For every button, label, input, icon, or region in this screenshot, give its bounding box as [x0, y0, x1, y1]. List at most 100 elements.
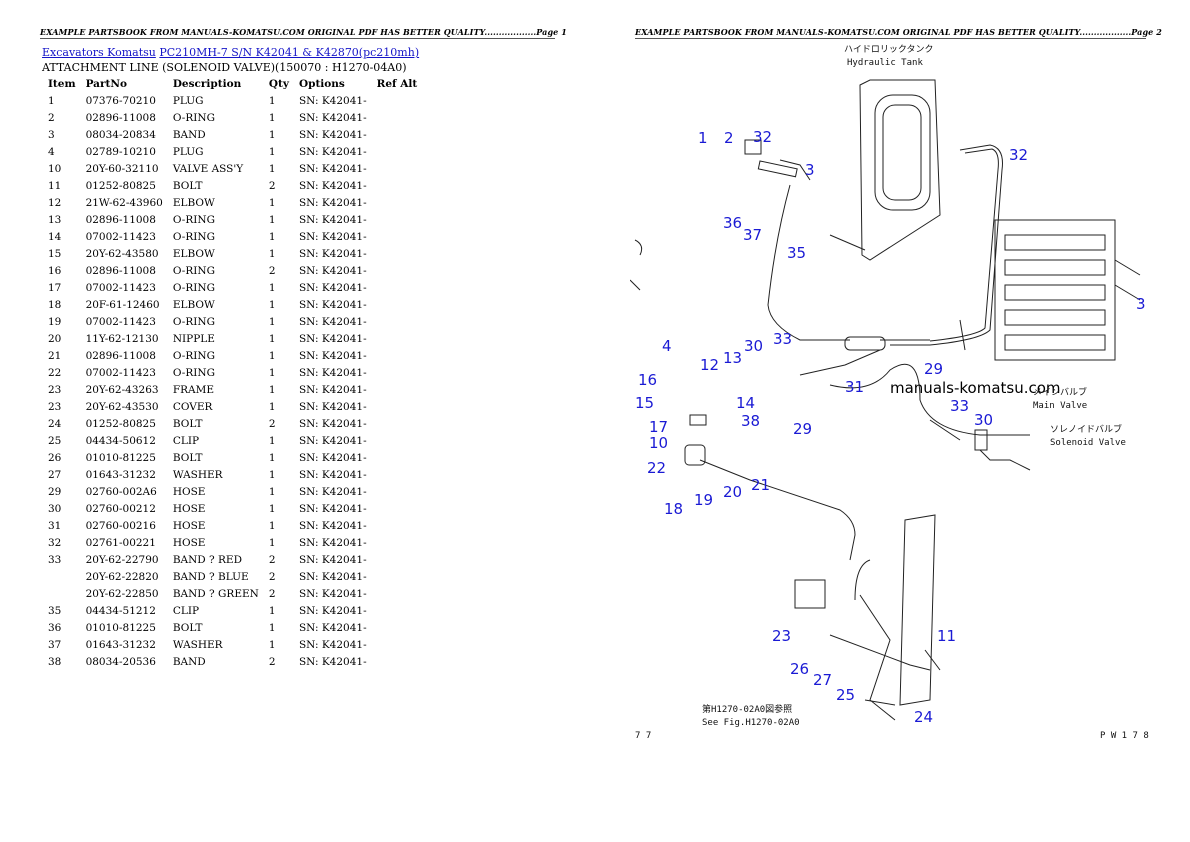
col-header-description: Description [172, 78, 242, 90]
cell-partno: 02896-11008 [85, 264, 156, 277]
cell-options: SN: K42041- [298, 587, 367, 600]
callout-label: 29 [924, 360, 943, 378]
cell-options: SN: K42041- [298, 145, 367, 158]
cell-qty: 1 [268, 468, 276, 481]
col-header-item: Item [48, 78, 76, 90]
cell-qty: 1 [268, 145, 276, 158]
cell-description: BOLT [172, 179, 203, 192]
cell-partno: 02761-00221 [85, 536, 156, 549]
cell-options: SN: K42041- [298, 230, 367, 243]
callout-label: 19 [694, 491, 713, 509]
col-header-refalt: Ref Alt [376, 78, 418, 90]
cell-options: SN: K42041- [298, 434, 367, 447]
cell-item: 29 [48, 485, 62, 498]
cell-refalt [371, 551, 422, 568]
cell-description: PLUG [172, 94, 204, 107]
cell-description: HOSE [172, 485, 206, 498]
callout-label: 23 [772, 627, 791, 645]
cell-options: SN: K42041- [298, 400, 367, 413]
cell-qty: 1 [268, 213, 276, 226]
cell-partno: 20Y-62-22850 [85, 587, 159, 600]
cell-partno: 01252-80825 [85, 179, 156, 192]
cell-item: 11 [48, 179, 62, 192]
cell-partno: 20Y-62-43530 [85, 400, 159, 413]
cell-refalt [371, 262, 422, 279]
cell-description: HOSE [172, 536, 206, 549]
cell-qty: 1 [268, 94, 276, 107]
callout-label: 20 [723, 483, 742, 501]
cell-options: SN: K42041- [298, 655, 367, 668]
cell-refalt [371, 313, 422, 330]
cell-options: SN: K42041- [298, 604, 367, 617]
cell-description: BOLT [172, 451, 203, 464]
cell-item: 1 [48, 94, 55, 107]
cell-partno: 21W-62-43960 [85, 196, 163, 209]
hose-32-line [890, 144, 1003, 346]
cell-item [42, 585, 80, 602]
cell-description: O-RING [172, 349, 215, 362]
cell-qty: 1 [268, 400, 276, 413]
callout-label: 33 [773, 330, 792, 348]
breadcrumb-link-category[interactable]: Excavators Komatsu [42, 46, 156, 59]
watermark-text: manuals-komatsu.com [890, 379, 1061, 397]
callout-label: 10 [649, 434, 668, 452]
cell-description: BAND ? BLUE [172, 570, 249, 583]
callout-label: 1 [698, 129, 708, 147]
col-header-qty: Qty [268, 78, 289, 90]
cell-partno: 07002-11423 [85, 230, 156, 243]
cell-partno: 20Y-60-32110 [85, 162, 159, 175]
cell-description: O-RING [172, 366, 215, 379]
parts-list-page: EXAMPLE PARTSBOOK FROM MANUALS-KOMATSU.C… [40, 27, 567, 670]
cell-qty: 1 [268, 502, 276, 515]
cell-qty: 2 [268, 264, 276, 277]
cell-item: 19 [48, 315, 62, 328]
cell-options: SN: K42041- [298, 536, 367, 549]
cell-description: PLUG [172, 145, 204, 158]
cell-description: HOSE [172, 502, 206, 515]
cell-description: ELBOW [172, 247, 215, 260]
cell-refalt [371, 330, 422, 347]
cell-refalt [371, 160, 422, 177]
cell-partno: 20Y-62-43580 [85, 247, 159, 260]
callout-label: 18 [664, 500, 683, 518]
callout-label: 2 [724, 129, 734, 147]
header-divider [635, 38, 1146, 39]
cell-options: SN: K42041- [298, 553, 367, 566]
cell-description: O-RING [172, 213, 215, 226]
cell-options: SN: K42041- [298, 519, 367, 532]
cell-options: SN: K42041- [298, 179, 367, 192]
cell-item: 17 [48, 281, 62, 294]
cell-partno: 07376-70210 [85, 94, 156, 107]
cell-options: SN: K42041- [298, 621, 367, 634]
cell-item: 12 [48, 196, 62, 209]
cell-options: SN: K42041- [298, 111, 367, 124]
cell-options: SN: K42041- [298, 570, 367, 583]
cell-refalt [371, 296, 422, 313]
breadcrumb-link-model[interactable]: PC210MH-7 S/N K42041 & K42870(pc210mh) [159, 46, 420, 59]
cell-qty: 1 [268, 451, 276, 464]
cell-qty: 1 [268, 349, 276, 362]
cell-options: SN: K42041- [298, 162, 367, 175]
cell-item: 33 [48, 553, 62, 566]
cell-refalt [371, 211, 422, 228]
cell-refalt [371, 177, 422, 194]
parts-table: Item PartNo Description Qty Options Ref … [42, 76, 421, 670]
solenoid-valve-label-en: Solenoid Valve [1050, 438, 1126, 448]
cell-qty: 1 [268, 519, 276, 532]
see-figure-label-en: See Fig.H1270-02A0 [702, 718, 800, 728]
hydraulic-tank-outline [859, 79, 941, 261]
cell-description: BOLT [172, 417, 203, 430]
callout-label: 38 [741, 412, 760, 430]
page-header: EXAMPLE PARTSBOOK FROM MANUALS-KOMATSU.C… [40, 27, 567, 37]
callout-label: 21 [751, 476, 770, 494]
cell-description: O-RING [172, 281, 215, 294]
